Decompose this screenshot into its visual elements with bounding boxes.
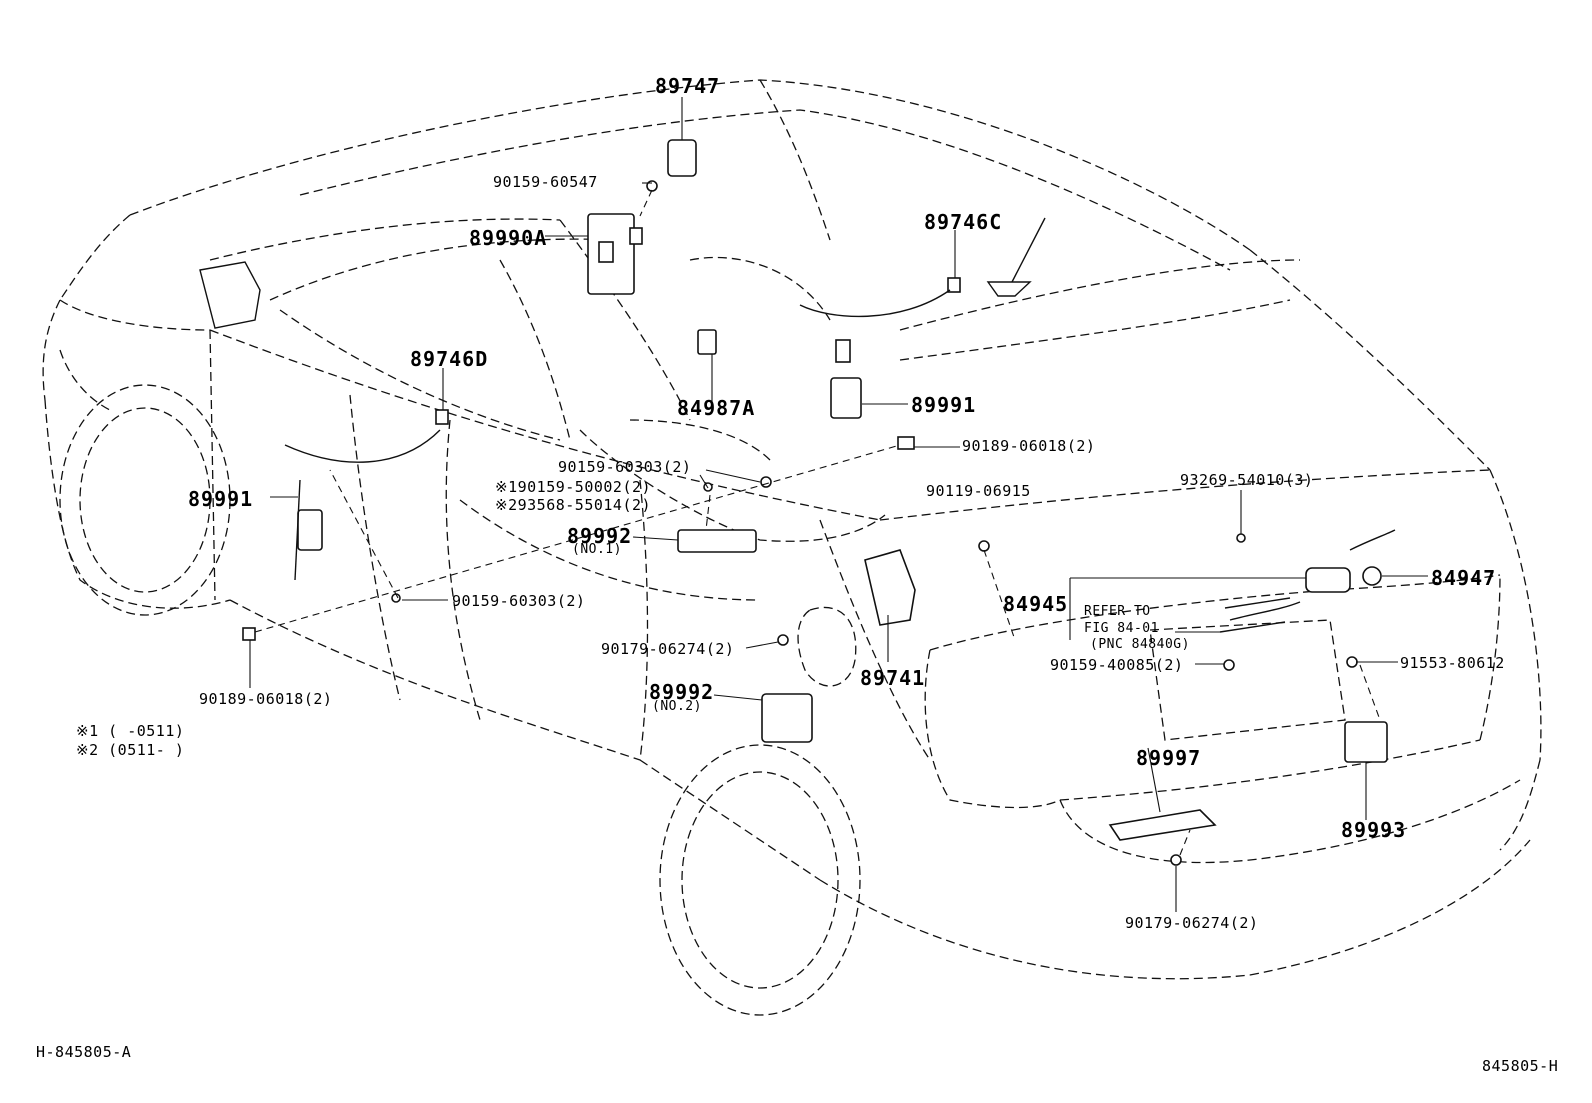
label-90189-06018-left: 90189-06018(2) (199, 690, 333, 708)
label-89992-no1-sub: (NO.1) (572, 542, 622, 557)
leader-lines (249, 97, 1428, 912)
label-90119-06915: 90119-06915 (926, 482, 1031, 500)
label-90159-60547: 90159-60547 (493, 173, 598, 191)
part-84945-shape (1305, 567, 1351, 593)
part-89992-no1-shape (677, 529, 757, 553)
label-89746C: 89746C (924, 210, 1003, 234)
label-89997: 89997 (1136, 746, 1202, 770)
label-84945: 84945 (1003, 592, 1069, 616)
label-fig-ref: FIG 84-01 (1084, 621, 1159, 636)
car-body (42, 79, 1542, 1016)
label-90159-50002: ※190159-50002(2) (495, 478, 652, 496)
part-89992-no2-shape (761, 693, 813, 743)
label-89992-no1: 89992 (567, 524, 633, 548)
label-89992-no2-sub: (NO.2) (652, 699, 702, 714)
label-84947: 84947 (1431, 566, 1497, 590)
label-89746D: 89746D (410, 347, 489, 371)
diagram-id-left: H-845805-A (36, 1043, 132, 1061)
part-89741-shape (864, 549, 916, 626)
label-90159-60303-left: 90159-60303(2) (452, 592, 586, 610)
note-1: ※1 ( -0511) (76, 722, 185, 740)
label-89741: 89741 (860, 666, 926, 690)
label-89747: 89747 (655, 74, 721, 98)
label-90179-06274-bottom: 90179-06274(2) (1125, 914, 1259, 932)
label-90159-60303-mid: 90159-60303(2) (558, 458, 692, 476)
label-93568-55014: ※293568-55014(2) (495, 496, 652, 514)
part-84987A-shape (697, 329, 717, 355)
label-93269-54010: 93269-54010(3) (1180, 471, 1314, 489)
part-89991-left-shape (297, 509, 323, 551)
note-2: ※2 (0511- ) (76, 741, 185, 759)
part-89747-shape (667, 139, 697, 177)
part-89991-right-shape (830, 377, 862, 419)
diagram-id-right: 845805-H (1482, 1057, 1559, 1075)
label-89993: 89993 (1341, 818, 1407, 842)
part-89993-shape (1344, 721, 1388, 763)
label-89990A: 89990A (469, 226, 548, 250)
label-84987A: 84987A (677, 396, 756, 420)
label-91553-80612: 91553-80612 (1400, 654, 1505, 672)
part-89997-shape (1108, 809, 1217, 841)
label-90179-06274-mid: 90179-06274(2) (601, 640, 735, 658)
label-refer-to: REFER TO (1084, 604, 1151, 619)
label-89991-right: 89991 (911, 393, 977, 417)
label-pnc-ref: (PNC 84840G) (1090, 637, 1190, 652)
label-90189-06018-right: 90189-06018(2) (962, 437, 1096, 455)
label-90159-40085: 90159-40085(2) (1050, 656, 1184, 674)
label-89991-left: 89991 (188, 487, 254, 511)
label-89992-no2: 89992 (649, 680, 715, 704)
part-84947-shape (1362, 566, 1382, 586)
components (242, 139, 1396, 866)
